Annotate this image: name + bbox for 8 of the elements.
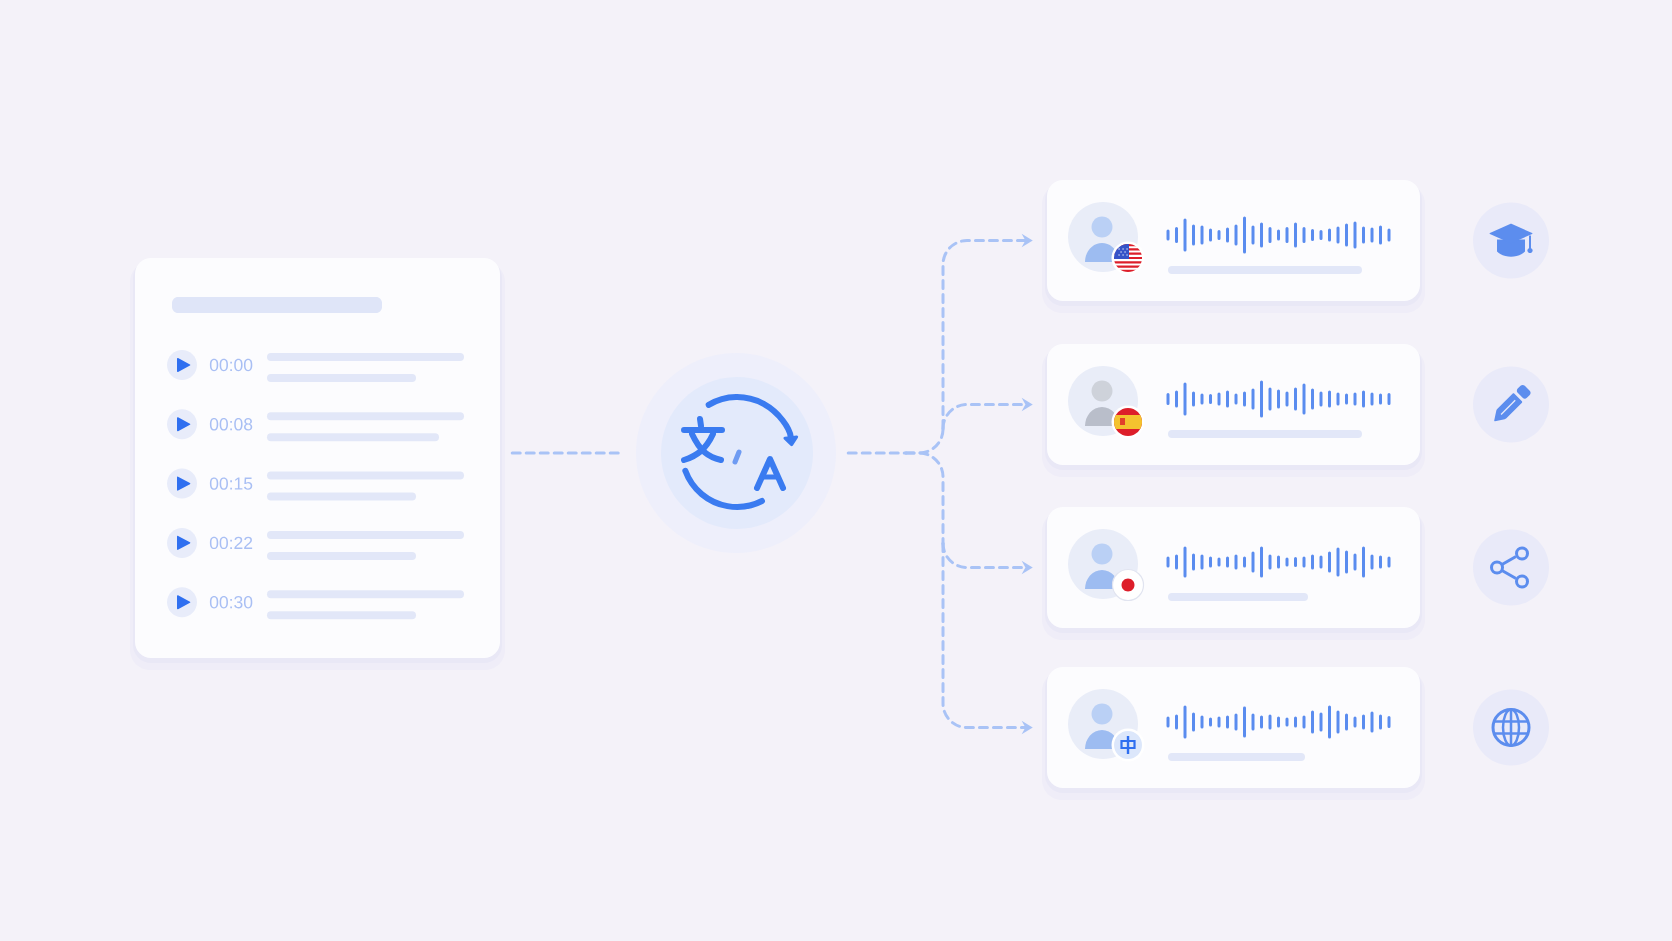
connector-line [904,451,945,545]
timestamp: 00:30 [209,596,253,609]
connector-line [846,451,908,455]
timestamp: 00:15 [209,477,253,490]
timestamp: 00:08 [209,418,253,431]
timestamp: 00:00 [209,358,253,372]
timestamp: 00:22 [209,536,253,550]
translate-icon [636,353,836,553]
